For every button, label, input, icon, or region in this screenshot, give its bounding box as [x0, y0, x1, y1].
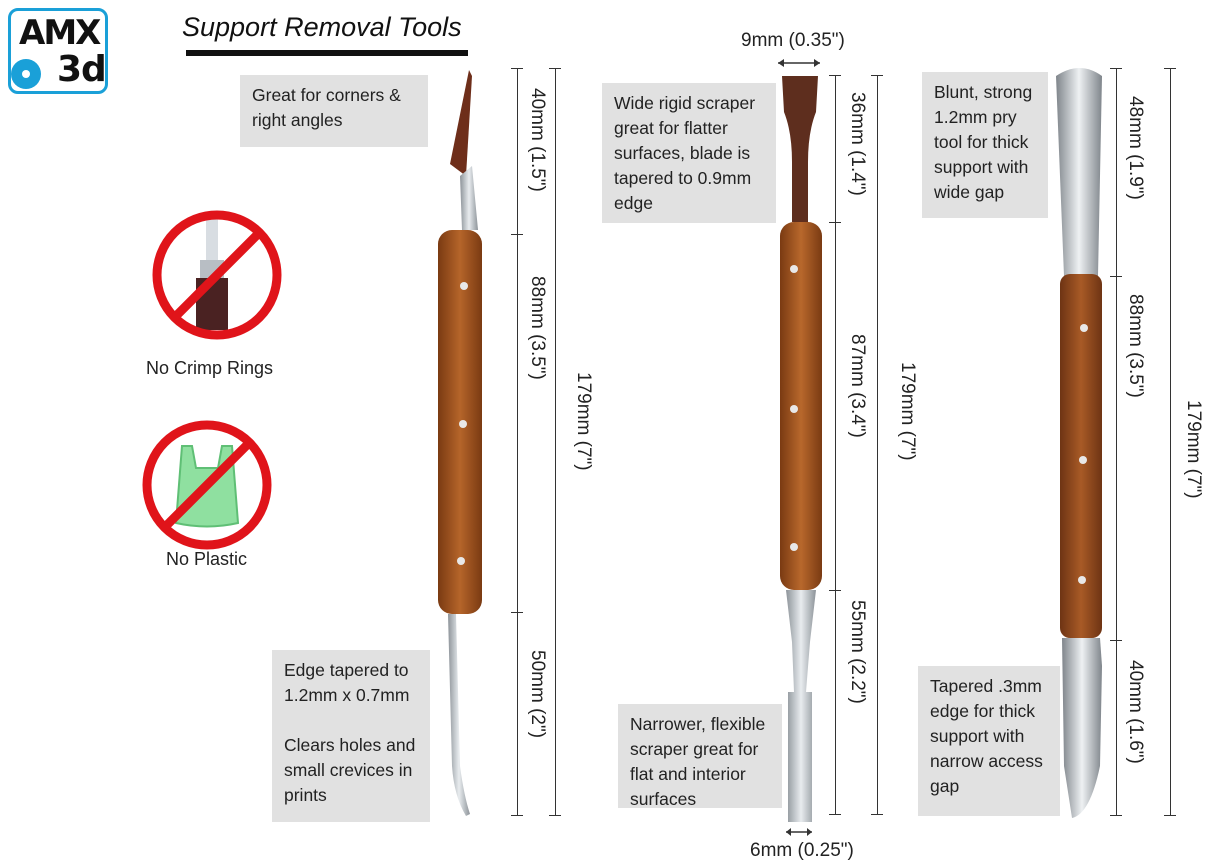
note-spacer — [284, 708, 418, 733]
tool3-dim-total: 179mm (7") — [1183, 400, 1204, 499]
tool1-dim-tick — [511, 234, 523, 235]
tool2-dim-bottom: 55mm (2.2") — [847, 600, 868, 704]
tool1-dim-tick — [511, 68, 523, 69]
tool2-dim-line-total — [877, 75, 878, 815]
tool1-illustration — [438, 70, 482, 816]
note-line: tool for thick — [934, 132, 1029, 152]
tool3-illustration — [1056, 68, 1102, 818]
note-line: Tapered .3mm — [930, 676, 1042, 696]
note-line: Great for corners & — [252, 85, 401, 105]
no-plastic-label: No Plastic — [166, 549, 248, 569]
no-crimp-rings-label: No Crimp Rings — [146, 358, 274, 378]
tool2-illustration — [780, 76, 822, 822]
note-line: 1.2mm pry — [934, 107, 1017, 127]
tool3-dim-line-segments — [1116, 68, 1117, 816]
no-crimp-rings-icon — [152, 210, 282, 340]
tool2-dim-tick — [829, 222, 841, 223]
tool2-dim-tick — [871, 75, 883, 76]
note-line: Wide rigid scraper — [614, 93, 756, 113]
tool1-dim-line-total — [555, 68, 556, 816]
tool1-dim-tick — [549, 68, 561, 69]
tool3-dim-tick — [1164, 68, 1176, 69]
note-line: support with — [934, 157, 1029, 177]
note-line: prints — [284, 785, 327, 805]
tool2-width-bottom: 6mm (0.25") — [750, 840, 854, 861]
tool2-dim-top: 36mm (1.4") — [847, 92, 868, 196]
logo: AMX 3d — [8, 8, 108, 94]
tool3-dim-top: 48mm (1.9") — [1125, 96, 1146, 200]
tool1-note-top: Great for corners & right angles — [240, 75, 428, 147]
tool1-dim-tick — [511, 815, 523, 816]
note-line: narrow access — [930, 751, 1043, 771]
tool1-dim-total: 179mm (7") — [573, 372, 594, 471]
note-line: scraper great for — [630, 739, 759, 759]
tool2-dim-tick — [829, 590, 841, 591]
tool2-dim-tick — [829, 814, 841, 815]
tool3-dim-bottom: 40mm (1.6") — [1125, 660, 1146, 764]
note-line: surfaces, blade is — [614, 143, 751, 163]
page-title: Support Removal Tools — [182, 12, 462, 42]
tool3-dim-tick — [1110, 815, 1122, 816]
tool2-note-top: Wide rigid scraper great for flatter sur… — [602, 83, 776, 223]
tool1-note-bottom: Edge tapered to 1.2mm x 0.7mm Clears hol… — [272, 650, 430, 822]
tool2-width-top: 9mm (0.35") — [741, 30, 845, 51]
note-line: surfaces — [630, 789, 697, 809]
note-line: great for flatter — [614, 118, 728, 138]
tool3-note-top: Blunt, strong 1.2mm pry tool for thick s… — [922, 72, 1048, 218]
note-line: Clears holes and — [284, 735, 416, 755]
note-line: support with — [930, 726, 1025, 746]
no-plastic-icon — [142, 420, 272, 550]
tool3-dim-tick — [1110, 276, 1122, 277]
logo-text-3d: 3d — [57, 49, 107, 90]
tool1-dim-top: 40mm (1.5") — [527, 88, 548, 192]
tool2-dim-middle: 87mm (3.4") — [847, 334, 868, 438]
tool1-dim-tick — [549, 815, 561, 816]
tool3-dim-tick — [1110, 68, 1122, 69]
tool2-width-top-arrow — [778, 59, 820, 67]
tool2-dim-total: 179mm (7") — [897, 362, 918, 461]
note-line: Blunt, strong — [934, 82, 1033, 102]
logo-text-amx: AMX — [19, 13, 101, 53]
note-line: right angles — [252, 110, 343, 130]
title-underline — [186, 50, 468, 56]
tool1-dim-middle: 88mm (3.5") — [527, 276, 548, 380]
note-line: tapered to 0.9mm — [614, 168, 752, 188]
logo-dot-icon — [11, 59, 41, 89]
tool3-dim-middle: 88mm (3.5") — [1125, 294, 1146, 398]
tool2-dim-tick — [829, 75, 841, 76]
tool3-dim-tick — [1164, 815, 1176, 816]
tool3-dim-tick — [1110, 640, 1122, 641]
note-line: gap — [930, 776, 960, 796]
note-line: small crevices in — [284, 760, 413, 780]
tool3-note-bottom: Tapered .3mm edge for thick support with… — [918, 666, 1060, 816]
tool2-dim-line-segments — [835, 75, 836, 815]
tool2-note-bottom: Narrower, flexible scraper great for fla… — [618, 704, 782, 809]
note-line: Edge tapered to — [284, 660, 409, 680]
tool2-dim-tick — [871, 814, 883, 815]
tool1-dim-line-segments — [517, 68, 518, 816]
tool1-dim-tick — [511, 612, 523, 613]
note-line: edge — [614, 193, 653, 213]
note-line: 1.2mm x 0.7mm — [284, 685, 410, 705]
tool2-width-bottom-arrow — [786, 828, 812, 836]
note-line: flat and interior — [630, 764, 746, 784]
tool3-dim-line-total — [1170, 68, 1171, 816]
note-line: wide gap — [934, 182, 1005, 202]
note-line: Narrower, flexible — [630, 714, 766, 734]
note-line: edge for thick — [930, 701, 1036, 721]
tool1-dim-bottom: 50mm (2") — [527, 650, 548, 739]
